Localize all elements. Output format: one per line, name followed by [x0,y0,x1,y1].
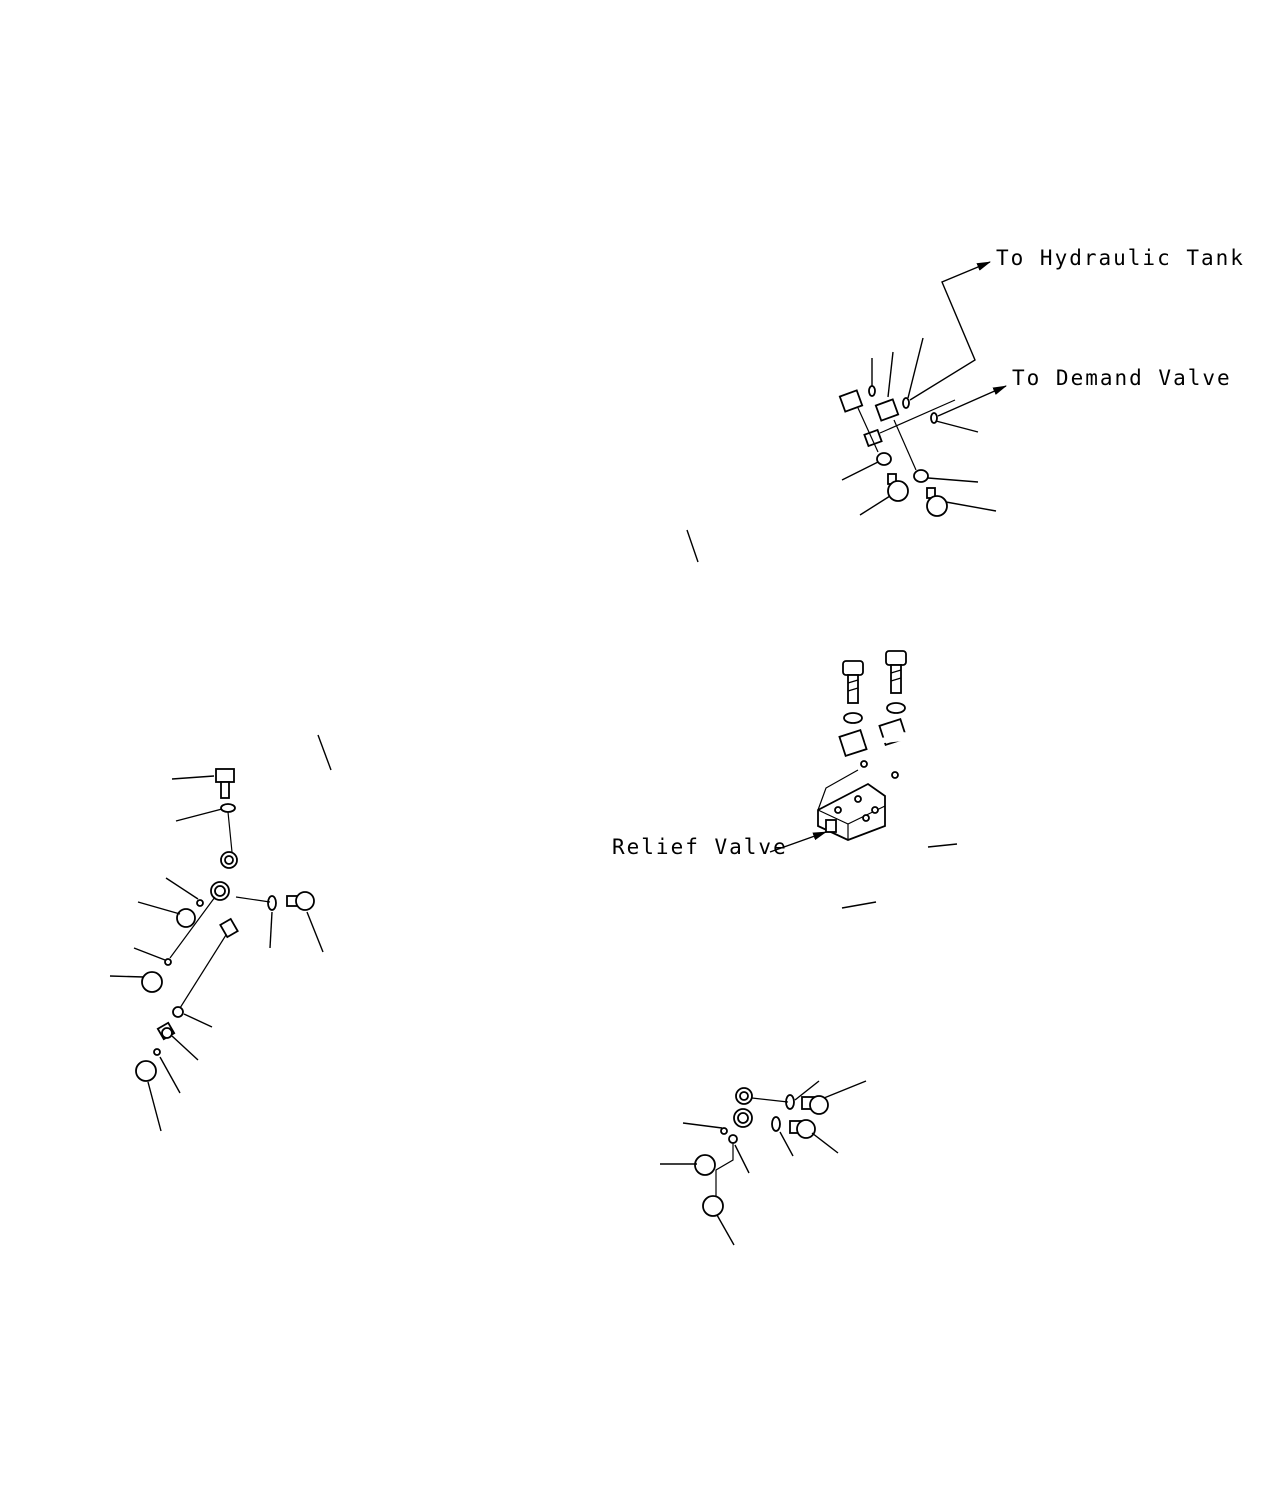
flow-arrows [909,261,1007,417]
relief-valve-arrow [769,831,827,853]
long-pipe-bundle [215,397,888,923]
upper-right-fittings [838,385,956,517]
relief-valve-assembly [817,650,908,841]
short-pipe-bundle [742,732,963,1098]
left-leaders [109,775,324,1132]
label-to-hydraulic-tank: To Hydraulic Tank [996,246,1245,270]
left-end-fittings [135,768,315,1082]
bolt-lower-1 [801,1095,829,1115]
valve-block [817,769,886,841]
lower-right-fittings [694,1087,829,1217]
valve-bolt-2 [885,650,907,694]
plug-upper-2 [926,487,948,517]
label-relief-valve: Relief Valve [612,835,788,859]
lower-right-leaders [660,843,958,1246]
plug-left-lower [156,1021,176,1041]
valve-bolt-1 [842,660,864,704]
bolt-left-top [215,768,235,799]
label-to-demand-valve: To Demand Valve [1012,366,1232,390]
upper-right-leaders [317,337,997,771]
bolt-left-right [286,891,315,911]
plug-upper-1 [887,473,909,502]
bolt-lower-2 [789,1119,816,1139]
